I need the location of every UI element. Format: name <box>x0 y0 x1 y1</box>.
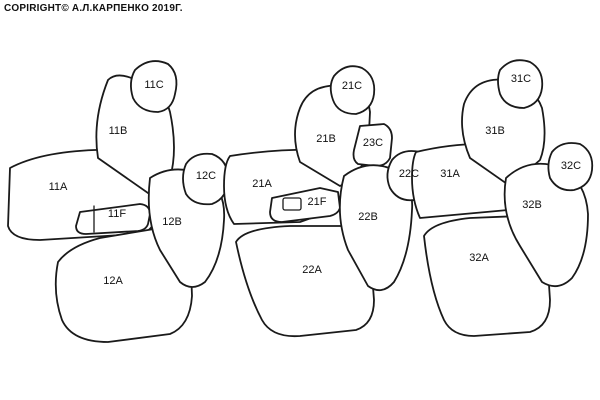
label-22A: 22A <box>302 264 322 276</box>
part-21C-headrest[interactable] <box>329 65 376 115</box>
label-21F: 21F <box>308 196 327 208</box>
seat-2 <box>223 65 434 338</box>
part-12A-cushion[interactable] <box>54 227 193 343</box>
label-31C: 31C <box>511 73 531 85</box>
part-31C-headrest[interactable] <box>497 59 544 109</box>
label-31B: 31B <box>485 125 505 137</box>
label-12C: 12C <box>196 170 216 182</box>
label-23C: 23C <box>363 137 383 149</box>
part-32A-cushion[interactable] <box>423 215 551 337</box>
label-11B: 11B <box>109 125 128 137</box>
label-11A: 11A <box>49 181 68 193</box>
label-12B: 12B <box>162 216 182 228</box>
seat-1 <box>7 60 229 343</box>
label-21B: 21B <box>316 133 336 145</box>
label-21A: 21A <box>252 178 272 190</box>
part-32C-headrest[interactable] <box>547 142 594 192</box>
copyright-notice: COPIRIGHT© А.Л.КАРПЕНКО 2019Г. <box>4 3 183 14</box>
label-32A: 32A <box>469 252 489 264</box>
label-11C: 11C <box>144 79 163 91</box>
part-23C-headrest[interactable] <box>352 123 393 167</box>
part-11C-headrest[interactable] <box>130 60 178 113</box>
label-21C: 21C <box>342 80 362 92</box>
label-32B: 32B <box>522 199 542 211</box>
label-32C: 32C <box>561 160 581 172</box>
seat-3 <box>411 59 594 337</box>
label-22B: 22B <box>358 211 378 223</box>
label-11F: 11F <box>108 208 126 220</box>
label-31A: 31A <box>440 168 460 180</box>
label-12A: 12A <box>103 275 123 287</box>
part-22A-cushion[interactable] <box>235 225 375 338</box>
label-22C: 22C <box>399 168 419 180</box>
